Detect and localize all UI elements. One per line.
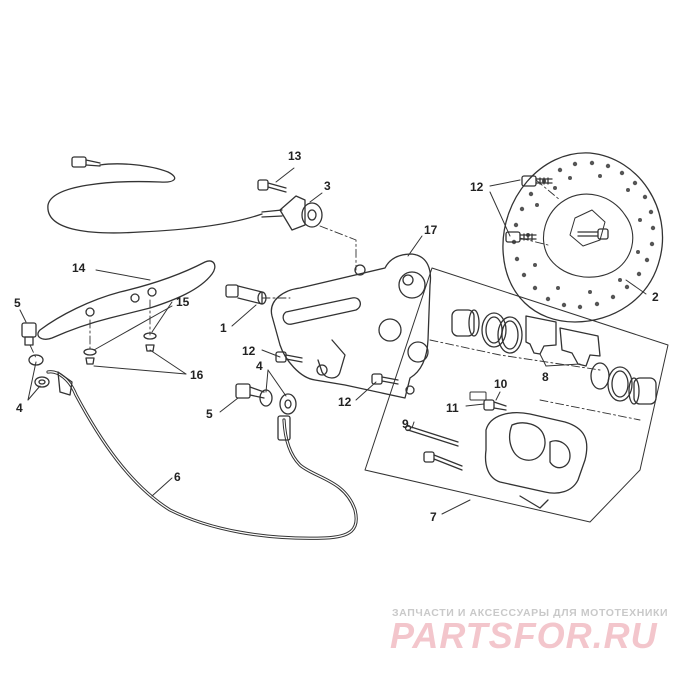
callout-16: 16 [190, 368, 204, 382]
callout-10: 10 [494, 377, 508, 391]
banjo-bolt [235, 383, 265, 399]
brake-disc [502, 152, 664, 323]
watermark-subtitle: ЗАПЧАСТИ И АКСЕССУАРЫ ДЛЯ МОТОТЕХНИКИ [392, 607, 669, 619]
callout-3: 3 [324, 179, 331, 193]
guard-screws [83, 332, 157, 365]
callout-15: 15 [176, 295, 190, 309]
callout-14: 14 [72, 261, 86, 275]
disc-bolt-upper [521, 175, 553, 187]
disc-bolt-center [577, 228, 609, 240]
callout-12-bracket-upper: 12 [242, 344, 256, 358]
sensor-bolt [257, 179, 287, 193]
callout-5-right: 5 [206, 407, 213, 421]
callout-5-left: 5 [14, 296, 21, 310]
chain-guard [37, 260, 216, 340]
brake-hose [46, 370, 358, 540]
caliper-pin [225, 284, 267, 305]
callout-11: 11 [446, 401, 459, 415]
brake-caliper [484, 412, 588, 509]
callout-12-disc: 12 [470, 180, 484, 194]
callout-13: 13 [288, 149, 302, 163]
callout-1: 1 [220, 321, 227, 335]
callout-8: 8 [542, 370, 549, 384]
callout-4-left: 4 [16, 401, 23, 415]
caliper-mount-bolt [423, 451, 463, 471]
washers-left [28, 354, 50, 388]
caliper-bracket [270, 253, 432, 399]
disc-holes [511, 160, 656, 310]
callout-labels: 13 3 12 2 17 14 15 16 5 4 1 12 4 5 6 12 … [14, 149, 659, 524]
caliper-pistons-and-seals [451, 309, 657, 405]
bleed-screw-top [21, 322, 37, 346]
speed-sensor [261, 195, 323, 231]
callout-9: 9 [402, 417, 409, 431]
leader-lines [19, 167, 647, 515]
washers-right [259, 389, 297, 415]
bleed-valve [469, 391, 507, 411]
callout-6: 6 [174, 470, 181, 484]
callout-4-right: 4 [256, 359, 263, 373]
brake-pads [525, 315, 601, 367]
sensor-cable [47, 156, 263, 234]
watermark-logo: PARTSFOR.RU [390, 615, 658, 656]
pad-pin [404, 424, 459, 447]
caliper-group-frame [364, 267, 669, 523]
callout-7: 7 [430, 510, 437, 524]
callout-17: 17 [424, 223, 438, 237]
callout-12-bracket-lower: 12 [338, 395, 352, 409]
bracket-bolt-upper [275, 351, 303, 363]
callout-2: 2 [652, 290, 659, 304]
disc-bolt-lower [505, 231, 537, 243]
